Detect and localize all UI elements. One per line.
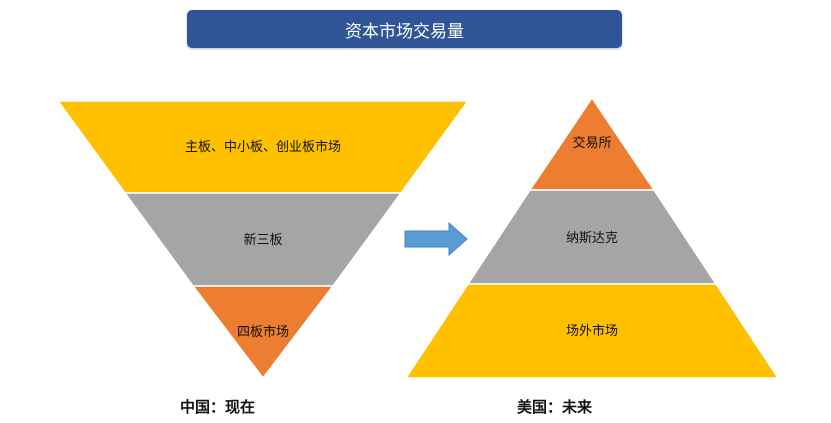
us-caption: 美国：未来 (517, 398, 593, 416)
china-layer-fourth-board (191, 285, 335, 380)
us-layer-otc-label: 场外市场 (566, 323, 618, 339)
title-banner: 资本市场交易量 (187, 10, 622, 48)
us-layer-exchange-label: 交易所 (572, 135, 611, 151)
us-layer-otc (404, 283, 780, 379)
china-caption: 中国：现在 (180, 398, 256, 416)
right-arrow-icon (404, 221, 468, 257)
china-layer-fourth-board-label: 四板市场 (237, 324, 289, 340)
china-pyramid: 主板、中小板、创业板市场 新三板 四板市场 (56, 100, 470, 380)
title-text: 资本市场交易量 (345, 21, 464, 42)
china-layer-main-board-label: 主板、中小板、创业板市场 (185, 139, 341, 155)
us-pyramid: 交易所 纳斯达克 场外市场 (404, 96, 780, 379)
us-layer-nasdaq-label: 纳斯达克 (566, 231, 618, 246)
china-layer-new-third-board-label: 新三板 (243, 232, 282, 248)
